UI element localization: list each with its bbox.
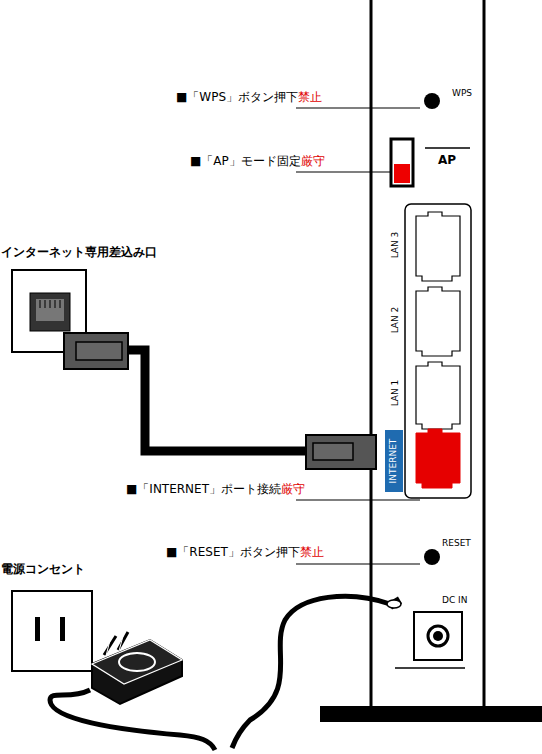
port-label: LAN 2 [391, 307, 401, 334]
warning-note: ■「WPS」ボタン押下禁止 [176, 91, 322, 104]
jack-label: インターネット専用差込み口 [1, 246, 157, 259]
outlet-label: 電源コンセント [1, 563, 85, 576]
switch-label: AP [438, 154, 456, 167]
port-label: LAN 1 [391, 380, 401, 407]
port-label: DC IN [442, 596, 467, 606]
warning-note: ■「RESET」ボタン押下禁止 [166, 546, 324, 559]
warning-note: ■「AP」モード固定厳守 [190, 155, 325, 168]
port-badge: INTERNET [385, 430, 403, 492]
button-label: WPS [452, 89, 472, 99]
warning-note: ■「INTERNET」ポート接続厳守 [126, 483, 305, 496]
port-label: LAN 3 [391, 232, 401, 259]
port-badge-text: INTERNET [389, 439, 399, 484]
button-label: RESET [442, 539, 471, 549]
